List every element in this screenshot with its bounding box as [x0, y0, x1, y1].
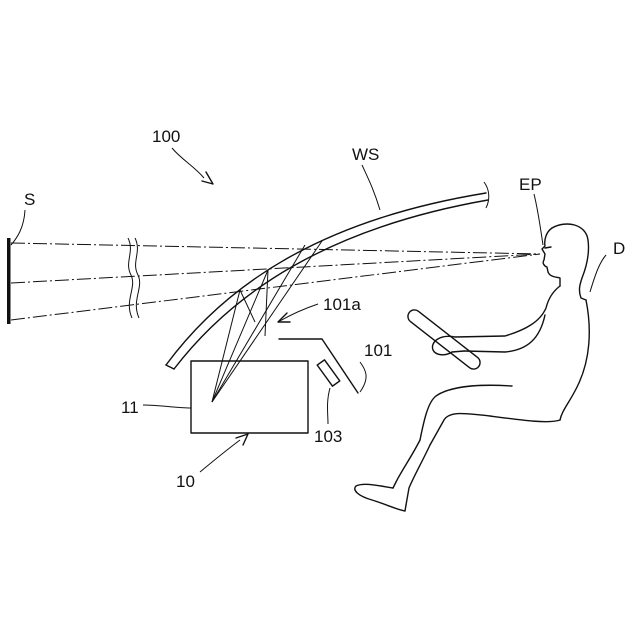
projection-rays [212, 241, 322, 402]
label-display-unit: 10 [176, 472, 195, 491]
reference-labels: 100 S WS EP D 101a 101 11 103 10 [24, 127, 625, 491]
driver [355, 224, 589, 511]
label-driver: D [613, 239, 625, 258]
label-system: 100 [152, 127, 180, 146]
ray-break-marks [128, 238, 140, 318]
display-unit [191, 361, 308, 433]
label-screen: S [24, 190, 35, 209]
label-cover: 103 [314, 427, 342, 446]
label-dashboard: 101 [364, 341, 392, 360]
windshield [166, 182, 489, 369]
steering-wheel [405, 307, 482, 371]
label-display: 11 [121, 398, 139, 417]
label-opening: 101a [323, 295, 361, 314]
label-windshield: WS [352, 145, 379, 164]
virtual-screen [7, 238, 11, 324]
cover [317, 360, 340, 386]
label-eye-point: EP [519, 175, 542, 194]
